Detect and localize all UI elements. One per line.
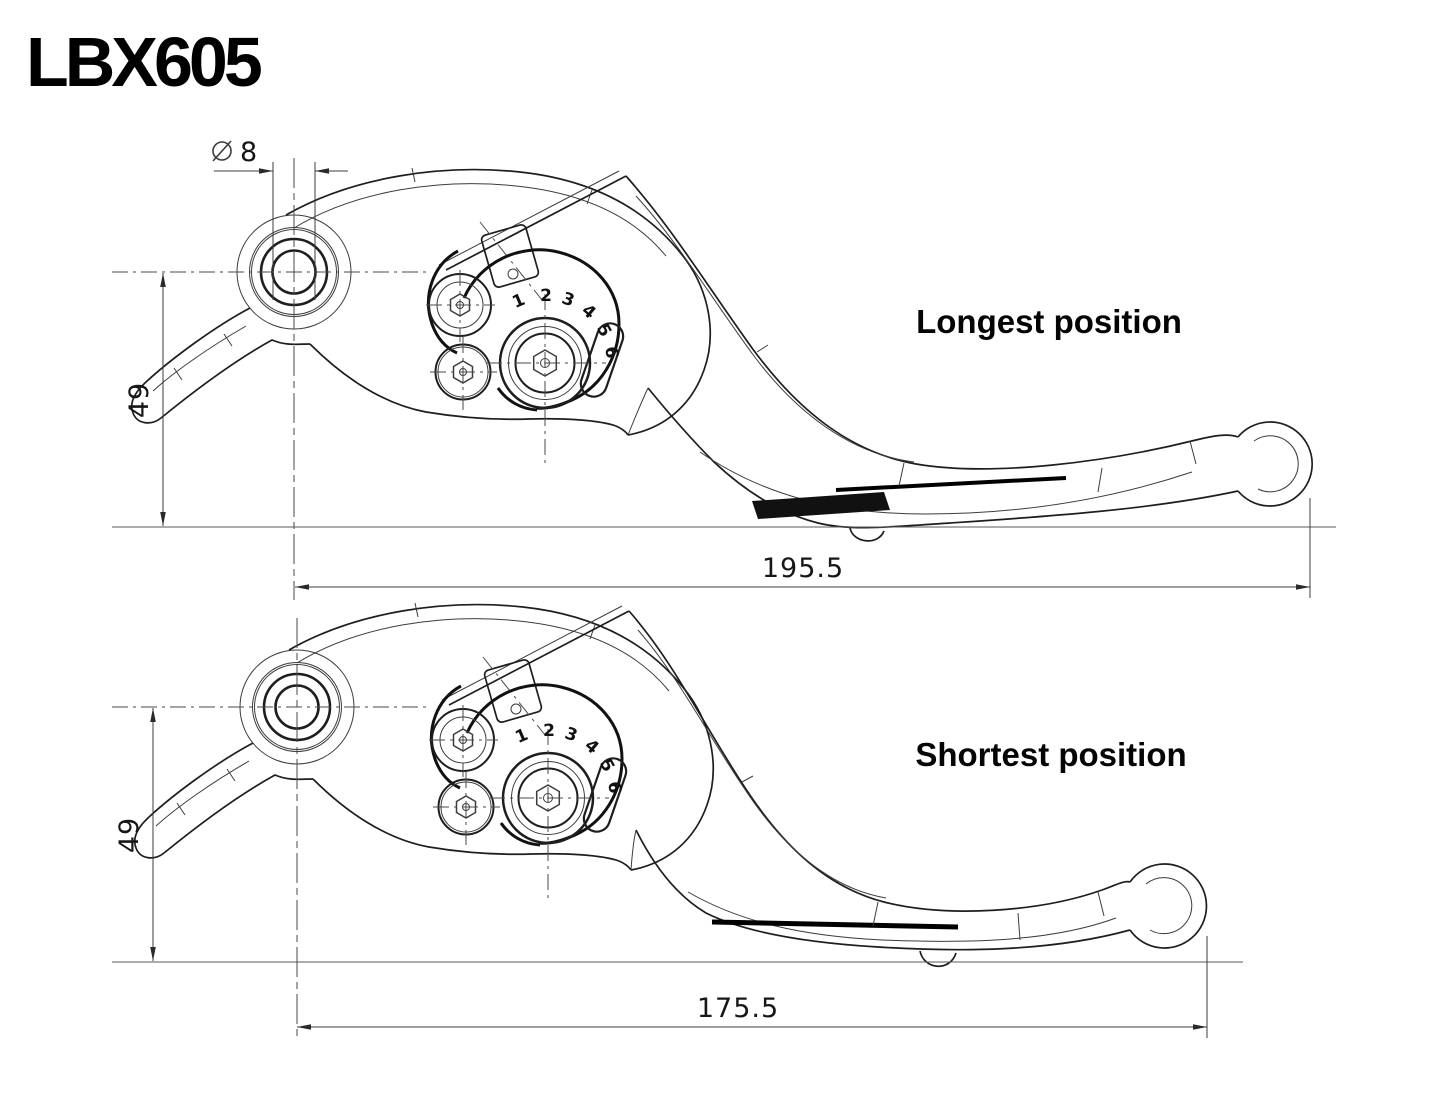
length-dimension-longest: 195.5 <box>293 158 1311 600</box>
dim-arrow <box>150 947 156 961</box>
ball-end <box>1237 421 1313 507</box>
dim-arrow <box>160 273 166 287</box>
blade-inner-top-line <box>637 629 887 899</box>
dim-arrow <box>295 584 309 590</box>
page-title: LBX605 <box>26 23 261 101</box>
dim-arrow <box>160 512 166 526</box>
height-dim-value: 49 <box>114 817 145 853</box>
blade-ticks <box>756 344 1197 493</box>
length-dim-value: 175.5 <box>697 993 779 1024</box>
ball-inner-line <box>1253 435 1299 493</box>
longest-position-view: Longest position 8 49 <box>112 137 1336 600</box>
dim-arrow <box>297 1024 311 1030</box>
dim-arrow <box>150 708 156 722</box>
bore-dimension: 8 <box>212 137 348 300</box>
dim-arrow <box>259 168 273 174</box>
blade-edge-dark-line <box>835 476 1067 492</box>
lever-blade-longest <box>625 175 1313 542</box>
shortest-position-view: Shortest position 49 175.5 <box>112 601 1243 1040</box>
bore-extension-lines <box>272 162 316 300</box>
blade-insert-dark <box>752 492 890 519</box>
bore-dim-value: 8 <box>240 137 258 168</box>
dim-arrow <box>315 168 329 174</box>
blade-edge-dark-line <box>711 919 959 930</box>
height-dimension-longest: 49 <box>112 271 1336 528</box>
ball-inner-line <box>1145 877 1193 935</box>
ball-end <box>1129 863 1208 949</box>
blade-inner-top-line <box>635 195 915 463</box>
blade-inner-bottom-line <box>687 891 1117 942</box>
blade-inner-bottom-line <box>699 451 1193 515</box>
blade-nub <box>849 527 885 542</box>
blade-ticks <box>741 775 1105 941</box>
length-dimension-shortest: 175.5 <box>296 618 1208 1040</box>
height-dim-value: 49 <box>124 382 155 418</box>
blade-nub <box>919 950 957 968</box>
dim-arrow <box>1193 1024 1207 1030</box>
length-dim-value: 195.5 <box>762 553 844 584</box>
dim-arrow <box>1296 584 1310 590</box>
lever-blade-shortest <box>628 610 1208 968</box>
longest-position-label: Longest position <box>916 303 1182 340</box>
shortest-position-label: Shortest position <box>915 736 1186 773</box>
diameter-symbol-icon <box>212 140 232 162</box>
height-dimension-shortest: 49 <box>112 706 1243 963</box>
